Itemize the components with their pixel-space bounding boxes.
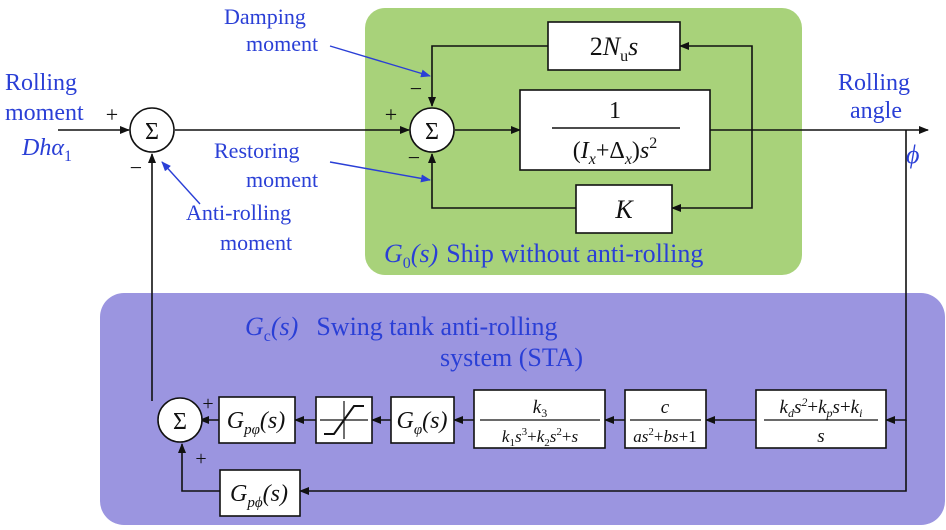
summing-junction-2: Σ: [409, 107, 455, 153]
g-p-phi-forward-block: Gpφ(s): [218, 396, 296, 444]
plant-block: 1 (Ix+Δx)s2: [519, 89, 711, 171]
sum1-plus-sign: +: [106, 102, 118, 127]
anti-rolling-moment-label: Anti-rolling moment: [161, 161, 292, 255]
svg-text:ϕ: ϕ: [906, 140, 919, 169]
damping-block: 2Nus: [547, 21, 681, 71]
restoring-to-sum-wire: [428, 153, 576, 209]
sum1-minus-sign: −: [130, 155, 142, 180]
sum2-minus-top: −: [410, 76, 422, 101]
svg-text:Dhα1: Dhα1: [21, 135, 72, 165]
svg-text:Anti-rolling: Anti-rolling: [186, 200, 291, 225]
damping-to-sum-wire: [428, 45, 548, 107]
actuator-block: k3 k1s3+k2s2+s: [473, 389, 606, 449]
svg-text:moment: moment: [246, 31, 318, 56]
sum2-minus-bottom: −: [408, 145, 420, 170]
sum3-plus-right: +: [202, 393, 213, 415]
sta-region-label: Gc(s)Swing tank anti-rolling system (STA…: [245, 312, 583, 372]
svg-text:(Ix+Δx)s2: (Ix+Δx)s2: [573, 135, 658, 168]
svg-text:Damping: Damping: [224, 4, 306, 29]
svg-text:Gpφ(s): Gpφ(s): [227, 408, 285, 438]
svg-text:Σ: Σ: [173, 409, 187, 435]
svg-text:Rolling: Rolling: [838, 70, 910, 96]
svg-text:Σ: Σ: [425, 119, 439, 145]
restoring-block: K: [575, 184, 673, 234]
gpfb-to-sum3-wire: [178, 443, 220, 492]
svg-text:Gc(s)Swing tank anti-rolling: Gc(s)Swing tank anti-rolling: [245, 312, 558, 345]
svg-text:2Nus: 2Nus: [590, 32, 638, 65]
summing-junction-1: Σ: [129, 107, 175, 153]
damping-feedback-wire: [679, 42, 753, 130]
svg-text:Gpϕ(s): Gpϕ(s): [230, 481, 288, 511]
svg-text:angle: angle: [850, 98, 902, 124]
svg-text:moment: moment: [220, 230, 292, 255]
ship-region-label: G0(s)Ship without anti-rolling: [384, 239, 703, 272]
svg-text:K: K: [614, 195, 634, 224]
svg-text:c: c: [661, 397, 670, 418]
g-p-phi-feedback-block: Gpϕ(s): [219, 469, 301, 517]
svg-text:1: 1: [609, 98, 621, 124]
svg-text:s: s: [817, 426, 824, 447]
svg-text:G0(s)Ship without anti-rolling: G0(s)Ship without anti-rolling: [384, 239, 703, 272]
restoring-moment-label: Restoring moment: [214, 138, 431, 192]
restoring-feedback-wire: [671, 130, 753, 212]
pid-controller-block: kds2+kps+ki s: [755, 389, 887, 449]
sta-bypass-wire: [299, 420, 907, 495]
saturation-block: [315, 396, 373, 444]
g-phi-block: Gφ(s): [390, 396, 455, 444]
svg-text:moment: moment: [246, 167, 318, 192]
svg-text:Rolling: Rolling: [5, 70, 77, 96]
summing-junction-3: Σ: [157, 397, 203, 443]
damping-moment-label: Damping moment: [224, 4, 431, 78]
svg-text:Σ: Σ: [145, 119, 159, 145]
svg-text:Gφ(s): Gφ(s): [397, 408, 448, 438]
sum3-plus-bottom: +: [195, 448, 206, 470]
svg-text:moment: moment: [5, 100, 84, 126]
output-label: Rolling angle ϕ: [838, 70, 919, 169]
svg-text:Restoring: Restoring: [214, 138, 300, 163]
tank-dynamics-block: c as2+bs+1: [624, 389, 707, 449]
svg-text:kds2+kps+ki: kds2+kps+ki: [780, 395, 863, 420]
input-label: Rolling moment Dhα1: [5, 70, 84, 165]
sum2-plus-sign: +: [385, 102, 397, 127]
svg-text:system (STA): system (STA): [440, 343, 583, 372]
svg-text:as2+bs+1: as2+bs+1: [633, 426, 696, 446]
